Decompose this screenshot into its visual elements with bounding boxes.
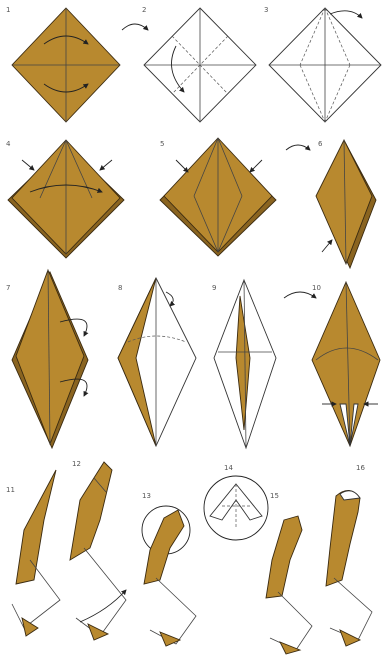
paper-bird-body xyxy=(70,462,112,560)
turn-over-arrow-icon xyxy=(286,145,310,150)
turn-over-arrow-icon xyxy=(284,292,316,298)
arrow-icon xyxy=(22,160,34,170)
step-8: 8 xyxy=(118,278,196,446)
step-number: 12 xyxy=(72,460,81,468)
step-number: 11 xyxy=(6,486,15,494)
step-15: 15 xyxy=(266,492,312,654)
step-16: 16 xyxy=(326,464,372,646)
bird-head xyxy=(340,491,360,500)
step-number: 4 xyxy=(6,140,11,148)
step-12: 12 xyxy=(70,460,126,640)
step-number: 10 xyxy=(312,284,321,292)
step-3: 3 xyxy=(264,6,381,122)
paper-bird-body xyxy=(16,470,56,584)
step-number: 5 xyxy=(160,140,164,148)
step-11: 11 xyxy=(6,470,60,636)
paper-bird-body xyxy=(144,510,184,584)
turn-over-arrow-icon xyxy=(122,24,148,30)
step-number: 3 xyxy=(264,6,268,14)
step-number: 1 xyxy=(6,6,10,14)
step-number: 16 xyxy=(356,464,365,472)
step-number: 8 xyxy=(118,284,122,292)
step-7: 7 xyxy=(6,270,88,448)
step-9: 9 xyxy=(212,280,276,448)
step-number: 15 xyxy=(270,492,279,500)
bird-leg-line xyxy=(270,592,312,650)
bird-foot xyxy=(88,624,108,640)
fold-arrow-icon xyxy=(80,590,126,622)
step-number: 2 xyxy=(142,6,146,14)
arrow-icon xyxy=(176,160,188,172)
bird-foot xyxy=(160,632,180,646)
arrow-icon xyxy=(250,160,262,172)
bird-leg-line xyxy=(76,548,126,636)
step-number: 7 xyxy=(6,284,10,292)
bird-foot xyxy=(340,630,360,646)
step-1: 1 xyxy=(6,6,120,122)
step-number: 9 xyxy=(212,284,216,292)
step-6: 6 xyxy=(316,140,376,268)
step-5: 5 xyxy=(160,138,276,256)
paper-bird-body xyxy=(326,490,360,586)
step-14: 14 xyxy=(204,464,268,540)
arrow-icon xyxy=(322,240,332,252)
bird-leg-line xyxy=(150,578,196,644)
fold-arrow-icon xyxy=(330,11,362,18)
bird-leg-line xyxy=(330,578,372,640)
step-13: 13 xyxy=(142,492,196,646)
step-4: 4 xyxy=(6,140,124,258)
step-10: 10 xyxy=(312,282,380,446)
arrow-icon xyxy=(100,160,112,170)
paper-bird-body xyxy=(266,516,302,598)
bird-foot xyxy=(22,618,38,636)
step-2: 2 xyxy=(142,6,256,122)
step-number: 14 xyxy=(224,464,233,472)
step-number: 13 xyxy=(142,492,151,500)
step-number: 6 xyxy=(318,140,323,148)
